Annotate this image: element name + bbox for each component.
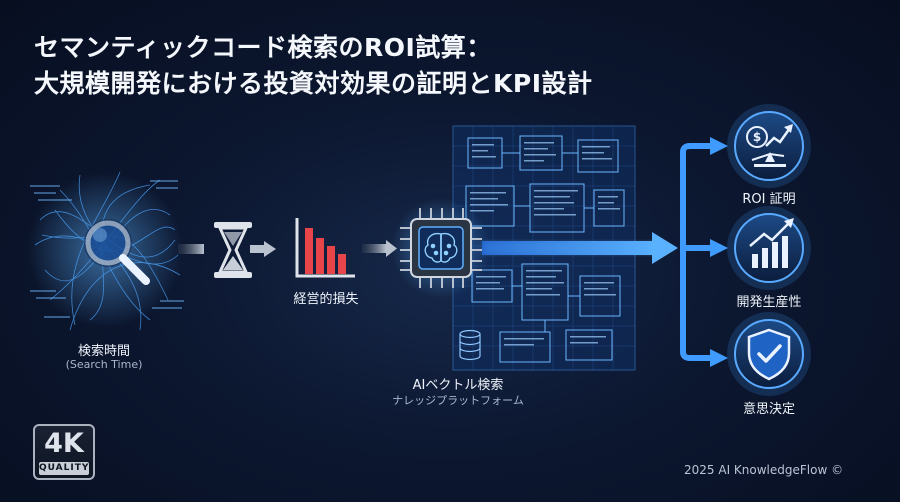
branch-arrows — [680, 143, 712, 361]
page-title: セマンティックコード検索のROI試算： 大規模開発における投資対効果の証明とKP… — [34, 30, 593, 102]
outcome-productivity-label: 開発生産性 — [736, 295, 802, 310]
branch-arrowheads — [710, 137, 728, 367]
copyright-text: 2025 AI KnowledgeFlow © — [684, 463, 844, 477]
outcome-roi-label: ROI 証明 — [742, 192, 796, 207]
magnifier-icon — [84, 219, 150, 285]
database-icon — [459, 329, 481, 361]
flow-arrow-main — [482, 232, 678, 264]
loss-label: 経営的損失 — [293, 292, 359, 307]
outcome-decision-label: 意思決定 — [742, 402, 795, 417]
platform-sublabel: ナレッジプラットフォーム — [392, 394, 524, 407]
badge-resolution-text: 4K — [44, 428, 84, 459]
svg-text:$: $ — [753, 130, 761, 144]
title-line-1: セマンティックコード検索のROI試算： — [34, 33, 492, 62]
quality-badge: 4K QUALITY — [33, 424, 95, 480]
flow-arrow-1 — [178, 241, 276, 257]
badge-quality-text: QUALITY — [39, 462, 90, 475]
platform-label: AIベクトル検索 — [412, 378, 504, 393]
title-line-2: 大規模開発における投資対効果の証明とKPI設計 — [34, 69, 593, 98]
loss-bar-chart-icon — [295, 218, 355, 278]
outcome-roi-icon: $ — [727, 104, 811, 188]
search-time-label: 検索時間 — [77, 344, 130, 359]
hourglass-icon — [214, 222, 252, 278]
search-time-sublabel: (Search Time) — [65, 358, 143, 371]
outcome-decision-icon — [727, 312, 811, 396]
outcome-productivity-icon — [727, 206, 811, 290]
ai-chip-icon — [391, 198, 491, 298]
